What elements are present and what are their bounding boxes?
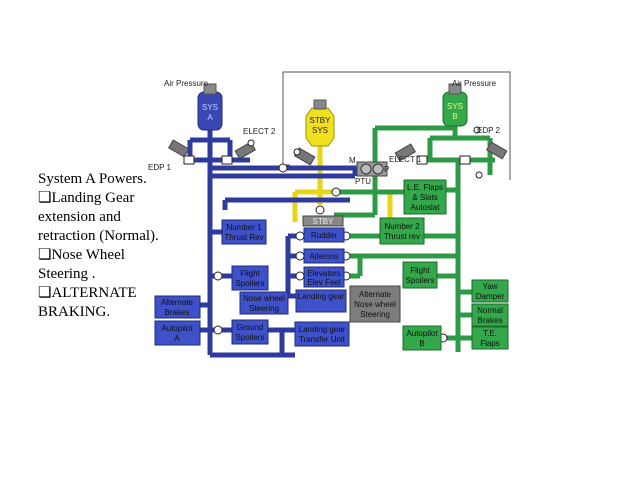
number2-thrust-rev-line2: Thrust rev	[384, 232, 420, 241]
ground-spoilers-line2: Spoilers	[236, 333, 265, 342]
flight-spoilers-b-line1: Flight	[410, 266, 430, 275]
number2-thrust-rev-line1: Number 2	[384, 222, 420, 231]
stby-label-2: SYS	[312, 126, 328, 135]
yaw-damper-line2: Damper	[476, 292, 505, 301]
sys-a-label-2: A	[207, 113, 213, 122]
alternate-nose-wheel-line2: Nose wheel	[354, 300, 396, 309]
flight-spoilers-b-line2: Spoilers	[406, 276, 435, 285]
elevators-line2: Elev Feel	[307, 278, 341, 287]
normal-brakes-line1: Normal	[477, 306, 503, 315]
elect1-pump	[394, 143, 416, 162]
system-a-lines	[185, 130, 360, 358]
landing-gear-label: Landing gear	[298, 292, 345, 301]
flight-spoilers-a-line2: Spoilers	[236, 279, 265, 288]
notes-line-4: retraction (Normal).	[38, 228, 159, 244]
edp2-label: EDP 2	[477, 126, 501, 135]
autopilot-a-line1: Autopilot	[161, 324, 193, 333]
yaw-damper-line1: Yaw	[483, 282, 498, 291]
autopilot-a-line2: A	[174, 334, 180, 343]
diagram-labels: Air Pressure Air Pressure ELECT 2 ELECT …	[148, 79, 501, 186]
autopilot-b-line2: B	[419, 339, 424, 348]
landing-gear-transfer-line1: Landing gear	[299, 325, 346, 334]
notes-line-7: ❏ALTERNATE	[38, 285, 137, 301]
notes-line-2: ❏Landing Gear	[38, 190, 135, 206]
system-b-reservoir: SYS B	[442, 83, 468, 127]
notes-line-8: BRAKING.	[38, 304, 111, 320]
system-b-boxes: L.E. Flaps & Slats Autoslat Number 2 Thr…	[379, 179, 509, 351]
edp1-label: EDP 1	[148, 163, 172, 172]
sys-b-label-1: SYS	[447, 102, 463, 111]
te-flaps-line1: T.E.	[483, 329, 497, 338]
te-flaps-line2: Flaps	[480, 339, 500, 348]
ptu-p-label: P	[384, 165, 389, 174]
alternate-nose-wheel-line1: Alternate	[359, 290, 392, 299]
normal-brakes-line2: Brakes	[478, 316, 503, 325]
stby-label-1: STBY	[310, 116, 332, 125]
nose-wheel-steering-line2: Steering	[249, 304, 279, 313]
notes-line-3: extension and	[38, 209, 121, 225]
air-pressure-b-label: Air Pressure	[452, 79, 497, 88]
edp1-pump	[168, 139, 190, 158]
system-a-boxes: Number 1 Thrust Rev Rudder Ailerons Elev…	[154, 219, 350, 347]
notes-line-1: System A Powers.	[38, 171, 147, 187]
stby-strip-label: STBY	[313, 217, 335, 226]
alternate-nose-wheel-box: Alternate Nose wheel Steering	[349, 285, 401, 323]
alternate-nose-wheel-line3: Steering	[360, 310, 390, 319]
rudder-label: Rudder	[311, 231, 338, 240]
landing-gear-transfer-line2: Transfer Unit	[299, 335, 346, 344]
flight-spoilers-a-line1: Flight	[240, 269, 260, 278]
ptu-unit	[356, 161, 388, 177]
elevators-line1: Elevators	[307, 269, 340, 278]
number1-thrust-rev-line2: Thrust Rev	[224, 233, 263, 242]
notes-line-6: Steering .	[38, 266, 96, 282]
elect2-label: ELECT 2	[243, 127, 276, 136]
autopilot-b-line1: Autopilot	[406, 329, 438, 338]
ground-spoilers-line1: Ground	[237, 323, 264, 332]
alternate-brakes-line2: Brakes	[165, 308, 190, 317]
le-flaps-line1: L.E. Flaps	[407, 183, 443, 192]
system-b-lines	[334, 122, 495, 352]
notes-line-5: ❏Nose Wheel	[38, 247, 125, 263]
edp2-pump	[486, 141, 508, 160]
number1-thrust-rev-line1: Number 1	[226, 223, 262, 232]
ailerons-label: Ailerons	[310, 252, 339, 261]
sys-b-label-2: B	[452, 112, 457, 121]
ptu-m-label: M	[349, 156, 356, 165]
stby-strip: STBY	[302, 215, 344, 227]
nose-wheel-steering-line1: Nose wheel	[243, 294, 285, 303]
ptu-label: PTU	[355, 177, 371, 186]
air-pressure-a-label: Air Pressure	[164, 79, 209, 88]
le-flaps-line2: & Slats	[412, 193, 437, 202]
le-flaps-line3: Autoslat	[411, 203, 441, 212]
system-a-reservoir: SYS A	[197, 83, 223, 131]
system-a-notes: System A Powers. ❏Landing Gear extension…	[38, 170, 178, 322]
alternate-brakes-line1: Alternate	[161, 298, 194, 307]
elect1-label: ELECT 1	[389, 155, 422, 164]
standby-reservoir: STBY SYS	[305, 99, 335, 147]
sys-a-label-1: SYS	[202, 103, 218, 112]
